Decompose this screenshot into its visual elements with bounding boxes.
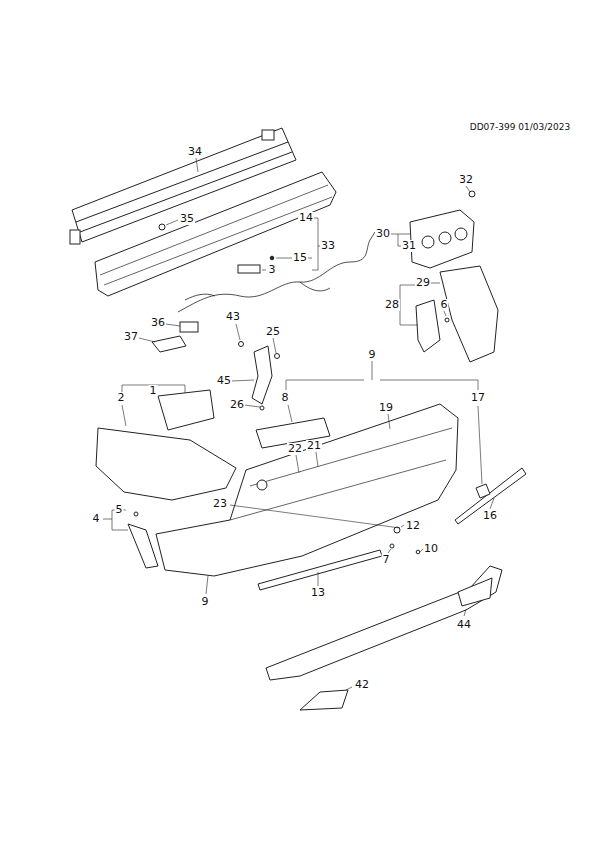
side-cover: [96, 428, 236, 500]
callout-number: 16: [482, 510, 498, 522]
lower-strip: [258, 550, 382, 590]
diffuser: [266, 566, 502, 680]
callout-number: 4: [92, 513, 101, 525]
callout-number: 33: [320, 240, 336, 252]
callout-number: 25: [265, 326, 281, 338]
callout-number: 9: [201, 596, 210, 608]
leader-lines: [103, 158, 494, 690]
callout-number: 21: [306, 440, 322, 452]
drawing-reference: DD07-399 01/03/2023: [469, 121, 571, 133]
callout-number: 30: [375, 228, 391, 240]
callout-number: 36: [150, 317, 166, 329]
callout-number: 19: [378, 402, 394, 414]
callout-number: 45: [216, 375, 232, 387]
callout-number: 12: [405, 520, 421, 532]
callout-number: 37: [123, 331, 139, 343]
callout-number: 8: [281, 392, 290, 404]
callout-number: 28: [384, 299, 400, 311]
wiring-harness: [178, 232, 375, 312]
callout-number: 2: [117, 392, 126, 404]
energy-absorber: [95, 172, 336, 296]
callout-number: 42: [354, 679, 370, 691]
callout-number: 35: [179, 213, 195, 225]
rear-lamp: [410, 210, 474, 268]
callout-number: 6: [440, 299, 449, 311]
callout-number: 9: [368, 349, 377, 361]
callout-number: 3: [268, 264, 277, 276]
callout-number: 14: [298, 212, 314, 224]
callout-number: 29: [415, 277, 431, 289]
trim-strip: [455, 468, 526, 524]
mount-bracket: [252, 346, 272, 404]
bumper-fascia: [156, 404, 458, 576]
callout-number: 15: [292, 252, 308, 264]
callout-number: 26: [229, 399, 245, 411]
callout-number: 17: [470, 392, 486, 404]
callout-number: 1: [149, 385, 158, 397]
callout-number: 7: [382, 554, 391, 566]
callout-number: 13: [310, 587, 326, 599]
upper-cover: [158, 390, 214, 430]
callout-number: 10: [423, 543, 439, 555]
callout-number: 32: [458, 174, 474, 186]
callout-number: 5: [115, 504, 124, 516]
lamp-bracket: [440, 266, 498, 362]
callout-number: 31: [401, 240, 417, 252]
callout-number: 23: [212, 498, 228, 510]
callout-number: 22: [287, 443, 303, 455]
callout-number: 34: [187, 146, 203, 158]
callout-number: 44: [456, 619, 472, 631]
exhaust-trim: [300, 690, 348, 710]
callout-number: 43: [225, 311, 241, 323]
